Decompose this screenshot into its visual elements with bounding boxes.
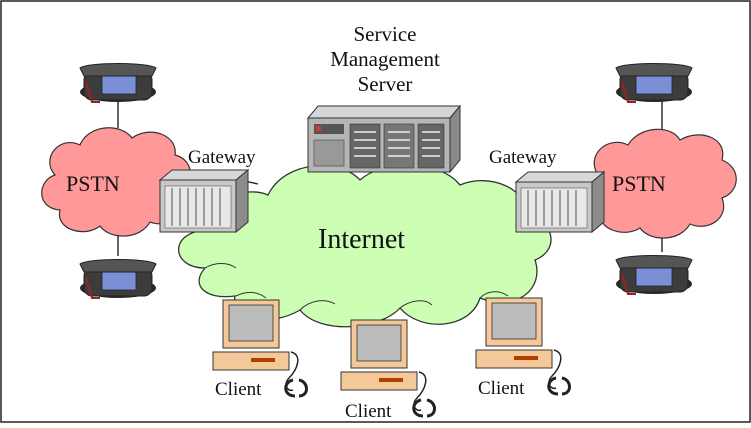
server-label-line-1: Service xyxy=(353,22,417,46)
client-label-3: Client xyxy=(478,378,525,399)
client-computer-icon-3 xyxy=(475,297,571,396)
server-label-line-3: Server xyxy=(357,72,413,97)
phone-icon-top-left xyxy=(79,63,157,103)
gateway-right-label: Gateway xyxy=(489,147,557,168)
client-computer-icon-2 xyxy=(340,319,436,418)
pstn-left-cloud xyxy=(41,127,191,237)
pstn-right-label: PSTN xyxy=(612,171,666,196)
pstn-right-cloud xyxy=(583,128,737,239)
gateway-right-icon xyxy=(514,170,606,234)
phone-icon-top-right xyxy=(615,63,693,103)
server-label: Service Management Server xyxy=(300,22,470,98)
pstn-left-label: PSTN xyxy=(66,171,120,196)
server-icon xyxy=(306,104,462,174)
phone-icon-bottom-left xyxy=(79,259,157,299)
gateway-left-icon xyxy=(158,168,250,234)
client-label-2: Client xyxy=(345,401,392,422)
internet-label: Internet xyxy=(318,224,406,255)
server-label-line-2: Management xyxy=(330,47,440,72)
gateway-left-label: Gateway xyxy=(188,147,256,168)
phone-icon-bottom-right xyxy=(615,255,693,295)
client-computer-icon-1 xyxy=(212,299,308,398)
client-label-1: Client xyxy=(215,379,262,400)
